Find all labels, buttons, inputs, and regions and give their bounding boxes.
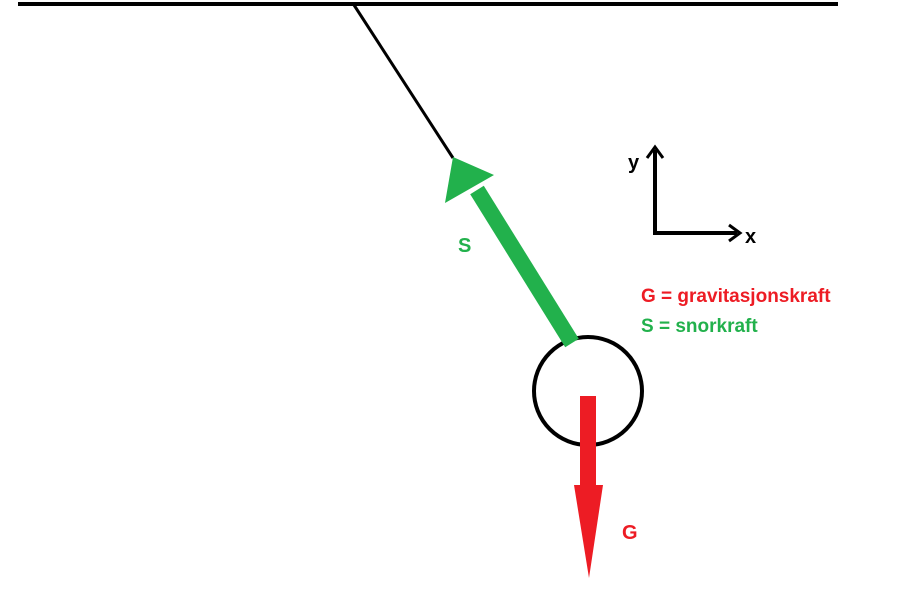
pendulum-string (352, 4, 455, 159)
y-axis-arrowhead (645, 144, 665, 159)
legend: G = gravitasjonskraft S = snorkraft (641, 286, 831, 337)
legend-string-force: S = snorkraft (641, 316, 758, 337)
gravity-force-arrow (574, 396, 603, 578)
x-axis-label: x (745, 226, 756, 248)
string-force-arrow (445, 157, 579, 348)
coordinate-axes (645, 144, 743, 243)
y-axis-label: y (628, 152, 640, 174)
legend-gravity: G = gravitasjonskraft (641, 286, 831, 307)
gravity-force-label: G (622, 522, 638, 544)
string-force-label: S (458, 235, 471, 257)
x-axis-arrowhead (728, 223, 743, 243)
